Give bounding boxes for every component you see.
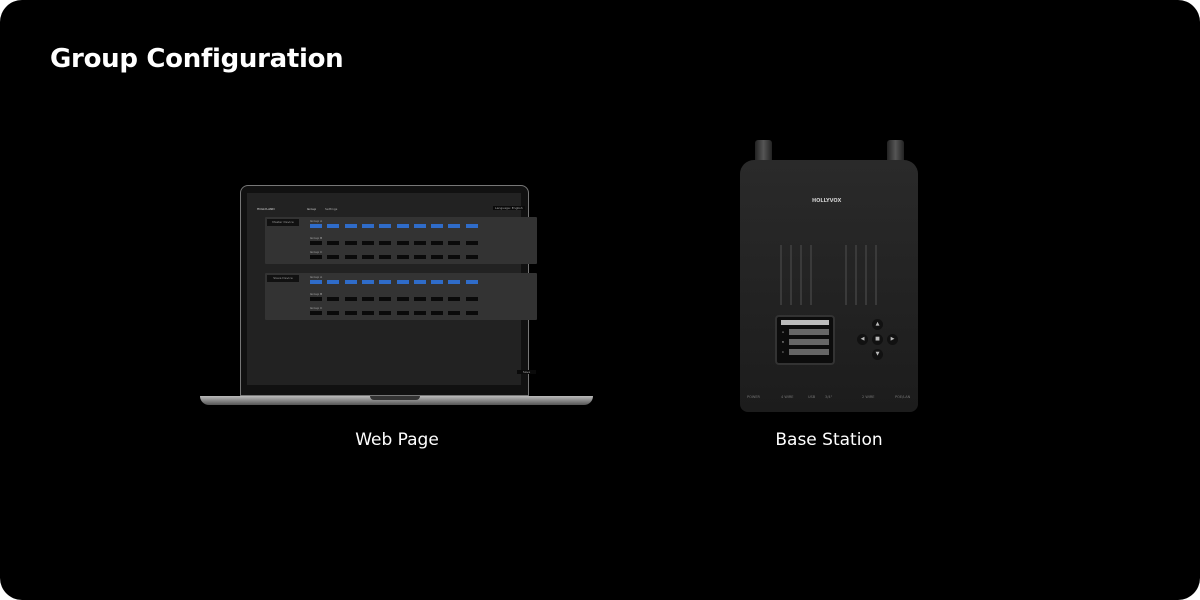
caption-base-station: Base Station bbox=[775, 430, 883, 450]
down-button[interactable]: ▼ bbox=[872, 349, 883, 360]
channel-chip[interactable] bbox=[361, 241, 374, 245]
group-label: Group B bbox=[310, 236, 323, 240]
channel-chip[interactable] bbox=[465, 255, 478, 259]
channel-chip[interactable] bbox=[396, 255, 409, 259]
port-label: POWER bbox=[747, 395, 760, 399]
channel-chip[interactable] bbox=[396, 280, 409, 284]
language-select[interactable]: Language: English bbox=[493, 206, 525, 210]
panel-label: Slave Device bbox=[267, 275, 299, 282]
channel-chip[interactable] bbox=[361, 224, 374, 228]
channel-chip[interactable] bbox=[344, 255, 357, 259]
lcd-row-b: B bbox=[782, 340, 785, 344]
lcd-row-a: A bbox=[782, 330, 785, 334]
slave-panel: Slave Device Group A Group B Group C bbox=[265, 273, 537, 320]
channel-chip[interactable] bbox=[448, 311, 461, 315]
device-brand: HOLLYVOX bbox=[812, 198, 842, 204]
channel-chip[interactable] bbox=[396, 224, 409, 228]
channel-chip[interactable] bbox=[379, 297, 392, 301]
channel-chip[interactable] bbox=[448, 241, 461, 245]
channel-chip[interactable] bbox=[396, 241, 409, 245]
channel-chip[interactable] bbox=[327, 255, 340, 259]
channel-chip[interactable] bbox=[413, 241, 426, 245]
channel-chip[interactable] bbox=[310, 255, 322, 259]
channel-chip[interactable] bbox=[465, 311, 478, 315]
channel-chip[interactable] bbox=[310, 241, 322, 245]
port-label: 4 WIRE bbox=[781, 395, 794, 399]
channel-chip[interactable] bbox=[344, 224, 357, 228]
right-button[interactable]: ▶ bbox=[887, 334, 898, 345]
save-button[interactable]: Save bbox=[517, 370, 536, 374]
channel-chip[interactable] bbox=[327, 311, 340, 315]
ok-button[interactable]: ■ bbox=[872, 334, 883, 345]
channel-chip[interactable] bbox=[379, 241, 392, 245]
channel-chip[interactable] bbox=[310, 224, 322, 228]
channel-chip[interactable] bbox=[361, 280, 374, 284]
panel-label: Master Device bbox=[267, 219, 299, 226]
up-button[interactable]: ▲ bbox=[872, 319, 883, 330]
channel-chip[interactable] bbox=[344, 280, 357, 284]
channel-chip[interactable] bbox=[465, 241, 478, 245]
device-lcd: A B C bbox=[775, 315, 835, 365]
port-label: 2 WIRE bbox=[862, 395, 875, 399]
group-label: Group C bbox=[310, 306, 323, 310]
port-label: POE/LAN bbox=[895, 395, 911, 399]
channel-chip[interactable] bbox=[448, 297, 461, 301]
channel-chip[interactable] bbox=[310, 311, 322, 315]
caption-web-page: Web Page bbox=[355, 430, 439, 450]
logo: HOLLYLAND bbox=[257, 207, 275, 211]
laptop-notch bbox=[370, 396, 420, 400]
channel-chip[interactable] bbox=[431, 297, 444, 301]
channel-chip[interactable] bbox=[431, 241, 444, 245]
channel-chip[interactable] bbox=[379, 311, 392, 315]
lcd-row-c: C bbox=[782, 350, 785, 354]
channel-chip[interactable] bbox=[465, 280, 478, 284]
group-label: Group A bbox=[310, 219, 323, 223]
channel-chip[interactable] bbox=[448, 280, 461, 284]
channel-chip[interactable] bbox=[465, 297, 478, 301]
channel-chip[interactable] bbox=[396, 311, 409, 315]
base-station-device: HOLLYVOX bbox=[740, 160, 918, 412]
group-label: Group C bbox=[310, 250, 323, 254]
channel-chip[interactable] bbox=[327, 241, 340, 245]
channel-chip[interactable] bbox=[448, 224, 461, 228]
channel-chip[interactable] bbox=[379, 280, 392, 284]
channel-chip[interactable] bbox=[396, 297, 409, 301]
web-page-screen: HOLLYLAND Group Settings Language: Engli… bbox=[247, 193, 537, 385]
channel-chip[interactable] bbox=[379, 224, 392, 228]
channel-chip[interactable] bbox=[344, 311, 357, 315]
tab-settings[interactable]: Settings bbox=[325, 207, 338, 211]
laptop-base bbox=[200, 396, 593, 405]
channel-chip[interactable] bbox=[431, 224, 444, 228]
channel-chip[interactable] bbox=[413, 224, 426, 228]
port-label: USB bbox=[808, 395, 816, 399]
channel-chip[interactable] bbox=[361, 297, 374, 301]
channel-chip[interactable] bbox=[465, 224, 478, 228]
channel-chip[interactable] bbox=[361, 255, 374, 259]
channel-chip[interactable] bbox=[413, 311, 426, 315]
channel-chip[interactable] bbox=[344, 241, 357, 245]
channel-chip[interactable] bbox=[413, 280, 426, 284]
group-label: Group B bbox=[310, 292, 323, 296]
page-title: Group Configuration bbox=[50, 44, 344, 74]
channel-chip[interactable] bbox=[327, 280, 340, 284]
channel-chip[interactable] bbox=[361, 311, 374, 315]
left-button[interactable]: ◀ bbox=[857, 334, 868, 345]
tab-group[interactable]: Group bbox=[307, 207, 317, 211]
channel-chip[interactable] bbox=[310, 280, 322, 284]
channel-chip[interactable] bbox=[413, 297, 426, 301]
channel-chip[interactable] bbox=[431, 255, 444, 259]
channel-chip[interactable] bbox=[413, 255, 426, 259]
master-panel: Master Device Group A Group B Group C bbox=[265, 217, 537, 264]
channel-chip[interactable] bbox=[379, 255, 392, 259]
channel-chip[interactable] bbox=[327, 297, 340, 301]
channel-chip[interactable] bbox=[344, 297, 357, 301]
port-label: 3/4" bbox=[825, 395, 833, 399]
channel-chip[interactable] bbox=[431, 311, 444, 315]
channel-chip[interactable] bbox=[431, 280, 444, 284]
channel-chip[interactable] bbox=[448, 255, 461, 259]
group-label: Group A bbox=[310, 275, 323, 279]
channel-chip[interactable] bbox=[327, 224, 340, 228]
channel-chip[interactable] bbox=[310, 297, 322, 301]
